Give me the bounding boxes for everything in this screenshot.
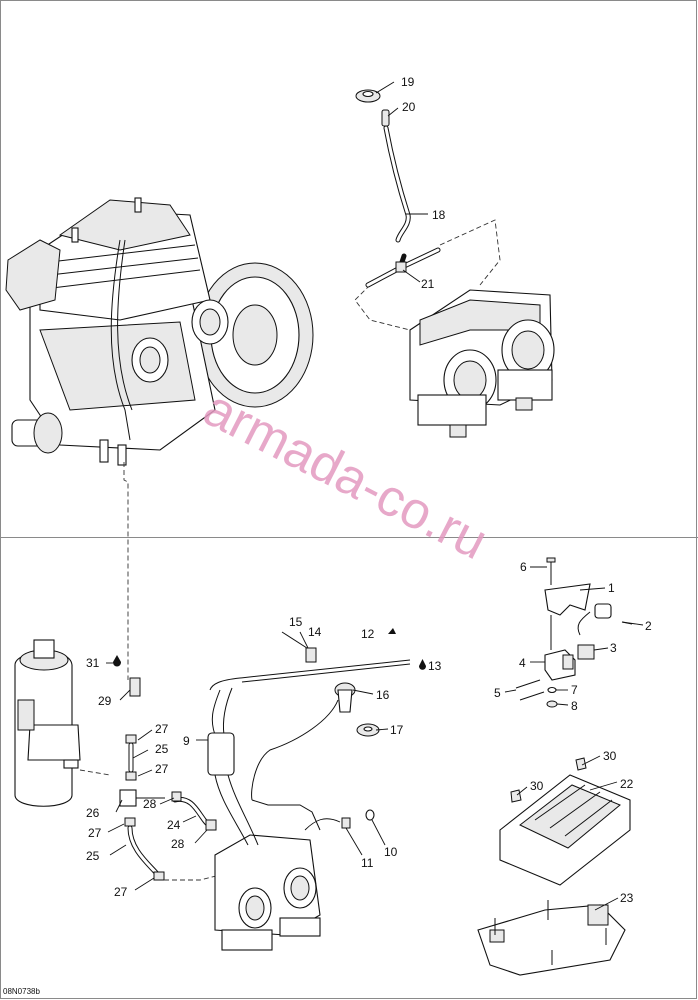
callout-12: 12 [361, 627, 375, 641]
callout-27-a: 27 [155, 722, 169, 736]
callout-8: 8 [571, 699, 578, 713]
callout-29: 29 [98, 694, 112, 708]
callout-11: 11 [361, 856, 374, 870]
part-27-clamp-1 [125, 734, 137, 744]
part-4-mount-block [544, 649, 576, 681]
callout-20: 20 [402, 100, 416, 114]
part-27-clamp-4 [153, 871, 165, 881]
plug-arrow [304, 818, 341, 831]
callout-19: 19 [401, 75, 415, 89]
part-8-nut [546, 700, 558, 708]
vent-route-right [439, 219, 501, 286]
part-15-pin [281, 631, 311, 651]
callout-3: 3 [610, 641, 617, 655]
part-28-valve-2 [205, 819, 217, 831]
vent-route-left [354, 284, 411, 331]
callout-2: 2 [645, 619, 652, 633]
part-22-ecm [499, 774, 631, 886]
callout-9: 9 [183, 734, 190, 748]
oil-route-line [79, 769, 111, 776]
leader-lines [106, 81, 644, 911]
callout-15: 15 [289, 615, 303, 629]
callout-27-c: 27 [88, 826, 102, 840]
part-30-nut-2 [575, 757, 587, 771]
callout-5: 5 [494, 686, 501, 700]
callout-10: 10 [384, 845, 398, 859]
callout-7: 7 [571, 683, 578, 697]
callout-16: 16 [376, 688, 390, 702]
part-16-choke-lever [334, 682, 356, 713]
drawing-code: 08N0738b [3, 987, 40, 996]
carburetor-assembly-bottom [214, 834, 321, 951]
callout-30-a: 30 [530, 779, 544, 793]
part-29-fitting [129, 677, 141, 697]
callout-25-lower: 25 [86, 849, 100, 863]
part-12-marker [388, 628, 396, 634]
part-23-mounting-plate [477, 900, 626, 976]
part-6-bolt [546, 557, 556, 585]
callout-25-upper: 25 [155, 742, 169, 756]
part-26-tee [119, 789, 165, 807]
part-21-tee-fitting [365, 247, 441, 288]
part-31-lubricant-drop [113, 655, 121, 667]
section-divider [0, 537, 698, 538]
part-11-plug [341, 817, 351, 829]
part-27-clamp-3 [124, 817, 136, 827]
callout-13: 13 [428, 659, 442, 673]
part-14-fitting [305, 647, 317, 663]
callout-26: 26 [86, 806, 100, 820]
callout-labels: 19 20 18 21 1 2 3 4 5 6 7 8 9 10 11 12 1… [86, 75, 652, 905]
choke-cable [251, 699, 339, 801]
engine-assembly [5, 197, 314, 466]
carburetor-assembly-top [409, 289, 555, 438]
part-13-lubricant-drop [419, 659, 426, 670]
oil-to-carb-route [164, 874, 221, 881]
callout-21: 21 [421, 277, 435, 291]
callout-30-b: 30 [603, 749, 617, 763]
oil-reservoir [14, 639, 81, 807]
cable-to-carb [251, 799, 321, 831]
callout-27-b: 27 [155, 762, 169, 776]
callout-22: 22 [620, 777, 634, 791]
part-9-cable-junction [207, 687, 259, 846]
callout-1: 1 [608, 581, 615, 595]
part-19-cap [355, 89, 381, 103]
callout-28-b: 28 [171, 837, 185, 851]
callout-27-d: 27 [114, 885, 128, 899]
part-20-fitting [381, 109, 390, 127]
callout-4: 4 [519, 656, 526, 670]
callout-31: 31 [86, 656, 100, 670]
callout-24: 24 [167, 818, 181, 832]
part-25-hose-2 [127, 825, 161, 878]
part-5-screws [515, 679, 545, 701]
part-28-valve-1 [171, 791, 182, 802]
part-10-washer [365, 809, 375, 821]
part-7-washer [547, 686, 557, 694]
part-1-bracket [544, 583, 591, 616]
part-3-connector [577, 644, 595, 660]
callout-23: 23 [620, 891, 634, 905]
hose-route-line [123, 462, 129, 680]
callout-6: 6 [520, 560, 527, 574]
part-30-nut-1 [510, 789, 522, 803]
callout-17: 17 [390, 723, 404, 737]
throttle-cable [209, 659, 411, 691]
part-2-sensor [577, 603, 633, 636]
callout-18: 18 [432, 208, 446, 222]
callout-28-a: 28 [143, 797, 157, 811]
part-27-clamp-2 [125, 771, 137, 781]
callout-14: 14 [308, 625, 322, 639]
